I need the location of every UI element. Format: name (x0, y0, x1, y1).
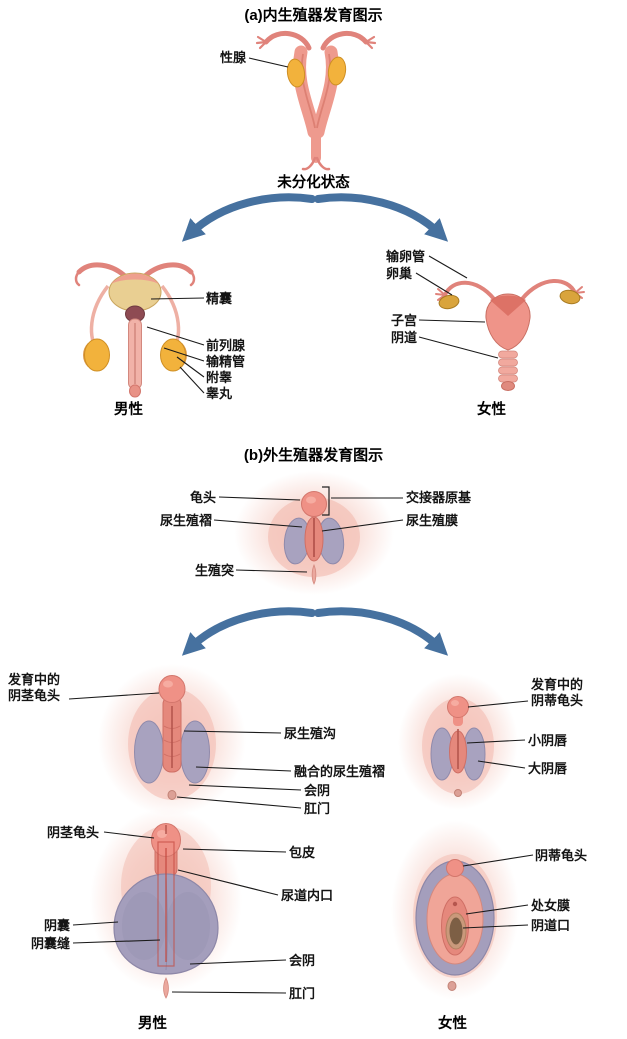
leader-fallopian-tube (428, 255, 468, 279)
leader-labia-minora (466, 739, 526, 744)
label-seminal-vesicle: 精囊 (206, 291, 233, 306)
leader-prostate (146, 326, 205, 346)
undifferentiated-external-illustration (234, 471, 394, 595)
leader-hymen (465, 904, 529, 915)
label-hymen: 处女膜 (531, 898, 571, 913)
leader-penis-glans (103, 831, 155, 839)
label-gonad: 性腺 (220, 50, 247, 65)
undifferentiated-internal-illustration (255, 31, 377, 171)
leader-glans (218, 496, 301, 501)
caption-female-external: 女性 (438, 1016, 467, 1032)
leader-vaginal-opening (462, 924, 529, 929)
label-perineum-mid: 会阴 (304, 783, 331, 798)
leader-urogenital-membrane (321, 519, 404, 532)
label-penis-glans: 阴茎龟头 (47, 825, 100, 840)
label-testis: 睾丸 (206, 386, 233, 401)
leader-perineum-mid (188, 784, 302, 791)
label-vagina: 阴道 (391, 330, 418, 345)
leader-seminal-vesicle (150, 297, 205, 300)
differentiation-arrow-a (181, 193, 449, 242)
mature-female-external-illustration (391, 820, 519, 1000)
leader-urogenital-groove (183, 730, 282, 734)
leader-gonad (248, 57, 289, 68)
label-clitoris-glans: 阴蒂龟头 (535, 848, 588, 863)
leader-urogenital-fold (213, 519, 303, 528)
glans-bracket (322, 486, 330, 516)
label-anus-mid: 肛门 (304, 801, 331, 816)
leader-foreskin (182, 848, 287, 853)
leader-developing-penis-glans (68, 692, 160, 700)
label-vas-deferens: 输精管 (206, 354, 246, 369)
label-fallopian-tube: 输卵管 (386, 249, 426, 264)
leader-anus-mid (176, 796, 302, 809)
label-epididymis: 附睾 (206, 370, 233, 385)
label-ovary: 卵巢 (386, 266, 413, 281)
label-foreskin: 包皮 (289, 845, 316, 860)
label-undifferentiated-state: 未分化状态 (277, 175, 350, 191)
leader-lines (68, 57, 534, 994)
leader-urethral-opening (177, 869, 279, 896)
leader-uterus (418, 319, 486, 323)
label-labia-majora: 大阴唇 (528, 761, 568, 776)
section-a-title: (a)内生殖器发育图示 (244, 7, 383, 24)
label-uterus: 子宫 (391, 313, 418, 328)
label-prostate: 前列腺 (206, 338, 246, 353)
leader-testis (179, 366, 205, 394)
label-scrotal-raphe: 阴囊缝 (31, 936, 71, 951)
leader-clitoris-glans (462, 854, 534, 867)
female-internal-illustration (435, 279, 585, 391)
male-internal-illustration (74, 262, 196, 398)
label-urethral-opening: 尿道内口 (281, 888, 334, 903)
developing-male-external-illustration (98, 664, 246, 816)
caption-male-internal: 男性 (114, 402, 143, 418)
label-urogenital-membrane: 尿生殖膜 (406, 513, 459, 528)
developing-female-external-illustration (398, 674, 518, 810)
leader-epididymis (176, 356, 205, 378)
caption-female-internal: 女性 (477, 402, 506, 418)
leader-perineum-bottom (189, 959, 287, 965)
label-fused-urogenital-folds: 融合的尿生殖褶 (294, 764, 386, 779)
label-labia-minora: 小阴唇 (528, 733, 568, 748)
caption-male-external: 男性 (138, 1016, 167, 1032)
label-developing-clitoris-glans: 发育中的 阴蒂龟头 (531, 677, 584, 708)
label-perineum-bottom: 会阴 (289, 953, 316, 968)
label-urogenital-fold: 尿生殖褶 (160, 513, 213, 528)
leader-scrotum (72, 921, 119, 926)
label-copulatory-primordium: 交接器原基 (406, 490, 472, 505)
differentiation-arrow-b (181, 607, 449, 656)
label-vaginal-opening: 阴道口 (531, 918, 571, 933)
mature-male-external-illustration (90, 808, 242, 999)
label-anus-bottom: 肛门 (289, 986, 316, 1001)
leader-anus-bottom (171, 991, 287, 994)
leader-developing-clitoris-glans (467, 700, 529, 708)
leader-vagina (418, 336, 499, 359)
leader-fused-folds (195, 766, 292, 772)
section-b-title: (b)外生殖器发育图示 (243, 447, 384, 464)
label-urogenital-groove: 尿生殖沟 (284, 726, 337, 741)
leader-labia-majora (477, 760, 526, 769)
leader-ovary (415, 272, 453, 296)
label-developing-penis-glans: 发育中的 阴茎龟头 (8, 672, 61, 703)
label-undiff-glans: 龟头 (190, 490, 217, 505)
leader-vas-deferens (163, 347, 205, 362)
label-scrotum: 阴囊 (44, 918, 71, 933)
leader-genital-tubercle (235, 569, 308, 573)
label-genital-tubercle: 生殖突 (195, 563, 235, 578)
leader-scrotal-raphe (72, 939, 161, 944)
